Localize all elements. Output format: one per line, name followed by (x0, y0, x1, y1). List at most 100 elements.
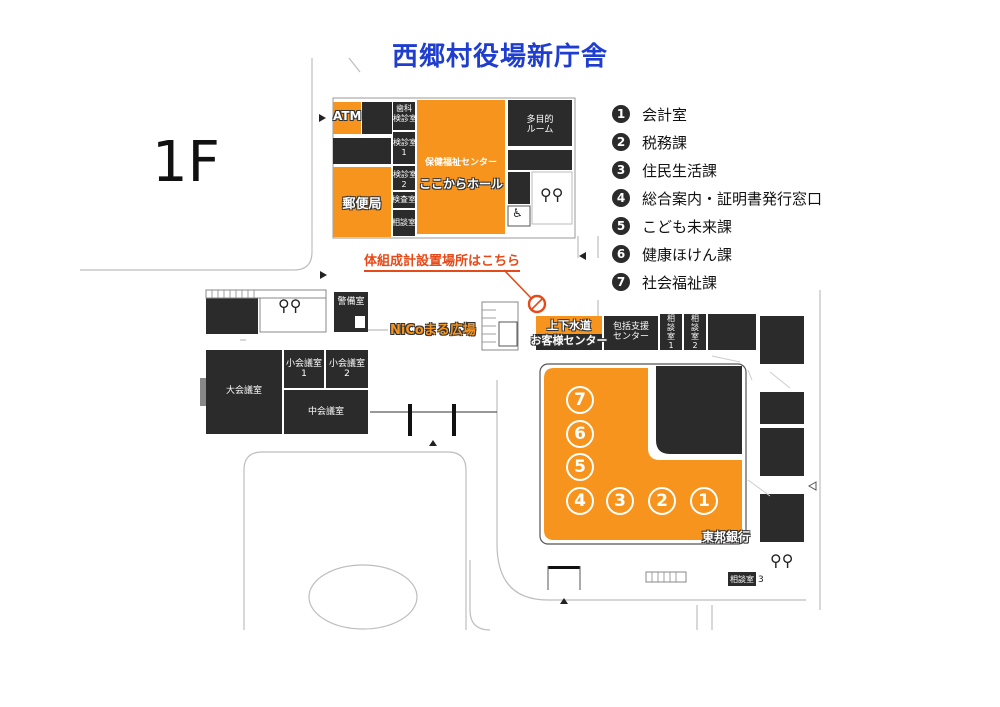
restroom-box-upper (531, 171, 573, 225)
legend-label: 総合案内・証明書発行窓口 (642, 189, 823, 208)
floor-label: 1F (152, 130, 220, 195)
counter-number-4: 4 (566, 487, 594, 515)
oval-track (308, 564, 418, 630)
counter-number-3: 3 (606, 487, 634, 515)
restroom-icon-right: ⚲⚲ (770, 551, 794, 570)
legend-label: 会計室 (642, 105, 688, 124)
dark-room-e (708, 314, 756, 350)
dark-room-c (508, 150, 572, 170)
legend-number: 4 (612, 189, 630, 207)
survey-pointer-line (503, 269, 532, 299)
left-top-room (206, 298, 258, 334)
mid-conf-label: 中会議室 (307, 407, 344, 417)
counter-number-6: 6 (566, 420, 594, 448)
dark-room-f (760, 316, 804, 364)
elevator-box (507, 205, 531, 227)
legend-number: 7 (612, 273, 630, 291)
consult-label: 相談室 (392, 218, 416, 227)
legend-row: 3 住民生活課 (612, 156, 822, 184)
inspection-label: 検査室 (392, 195, 416, 204)
counter-area-outline (539, 363, 747, 545)
dark-room-g (760, 392, 804, 424)
consult3-label: 相談室 (730, 575, 754, 584)
counter-number-2: 2 (648, 487, 676, 515)
consult1-room (660, 314, 682, 350)
mid-conf-room (284, 390, 368, 434)
office-dark-room (656, 366, 742, 454)
counter-number-5: 5 (566, 453, 594, 481)
restroom-left (259, 297, 327, 333)
plaza-label: NiCoまる広場 (390, 323, 476, 338)
bank-label: 東邦銀行 (702, 530, 751, 544)
exam2-room (393, 166, 415, 190)
bottom-grille (645, 571, 687, 583)
dark-room-b (333, 138, 391, 164)
side-entry-arrow (807, 481, 817, 491)
support-center-label: 包括支援 センター (612, 322, 649, 342)
legend: 1 会計室 2 税務課 3 住民生活課 4 総合案内・証明書発行窓口 5 こども未来課 6… (612, 100, 822, 296)
exam1-room (393, 132, 415, 164)
atm-label: ATM (333, 109, 362, 123)
guard-room-label: 警備室 (337, 297, 365, 307)
dark-room-h (760, 428, 804, 476)
large-conf-room (206, 350, 282, 434)
survey-location-label: 体組成計設置場所はこちら (364, 250, 521, 272)
kokokara-hall-label: ここからホール (418, 177, 503, 191)
consult-room (393, 210, 415, 236)
dark-room-d (508, 172, 530, 204)
legend-number: 2 (612, 133, 630, 151)
legend-row: 1 会計室 (612, 100, 822, 128)
consult3-number: 3 (758, 575, 764, 585)
legend-row: 6 健康ほけん課 (612, 240, 822, 268)
large-conf-label: 大会議室 (225, 386, 262, 396)
small-conf1-label: 小会議室 1 (285, 359, 322, 379)
survey-marker-circle (527, 294, 547, 314)
exam2-label: 検診室 2 (393, 170, 417, 189)
exam1-label: 検診室 1 (393, 138, 417, 157)
health-center-label: 保健福祉センター (424, 158, 497, 168)
restroom-icon-left: ⚲⚲ (278, 296, 302, 315)
dark-room-a (362, 102, 392, 134)
wheelchair-icon: ♿ (512, 206, 523, 220)
legend-label: 住民生活課 (642, 161, 718, 180)
small-conf1-room (284, 350, 324, 388)
multipurpose-room (508, 100, 572, 146)
legend-number: 6 (612, 245, 630, 263)
multipurpose-label: 多目的 ルーム (526, 115, 554, 135)
post-office-label: 郵便局 (342, 197, 382, 212)
counter-number-1: 1 (690, 487, 718, 515)
bottom-entry (548, 566, 580, 569)
post-office-room (333, 167, 391, 237)
small-conf2-label: 小会議室 2 (328, 359, 365, 379)
legend-number: 1 (612, 105, 630, 123)
atm-room (333, 102, 361, 134)
dental-label: 歯科 検診室 (393, 104, 417, 123)
counter-number-7: 7 (566, 386, 594, 414)
legend-row: 2 税務課 (612, 128, 822, 156)
small-conf2-room (326, 350, 368, 388)
consult2-label: 相 談 室 2 (691, 314, 699, 350)
legend-number: 5 (612, 217, 630, 235)
legend-label: 健康ほけん課 (642, 245, 733, 264)
consult2-room (684, 314, 706, 350)
inspection-room (393, 192, 415, 208)
gate (370, 404, 497, 436)
restroom-icon: ⚲⚲ (540, 185, 564, 204)
legend-label: こども未来課 (642, 217, 733, 236)
legend-label: 税務課 (642, 133, 688, 152)
support-office (604, 316, 658, 350)
hall-room (417, 100, 505, 234)
page-title: 西郷村役場新庁舎 (391, 42, 608, 72)
dark-room-i (760, 494, 804, 542)
consult3-room (728, 572, 756, 586)
consult1-label: 相 談 室 1 (667, 314, 675, 350)
legend-row: 5 こども未来課 (612, 212, 822, 240)
legend-row: 4 総合案内・証明書発行窓口 (612, 184, 822, 212)
legend-number: 3 (612, 161, 630, 179)
entrance-arrows (319, 114, 586, 604)
legend-row: 7 社会福祉課 (612, 268, 822, 296)
dental-room (393, 102, 415, 130)
water-center-label: 上下水道 お客様センター (530, 319, 608, 347)
legend-label: 社会福祉課 (642, 273, 718, 292)
